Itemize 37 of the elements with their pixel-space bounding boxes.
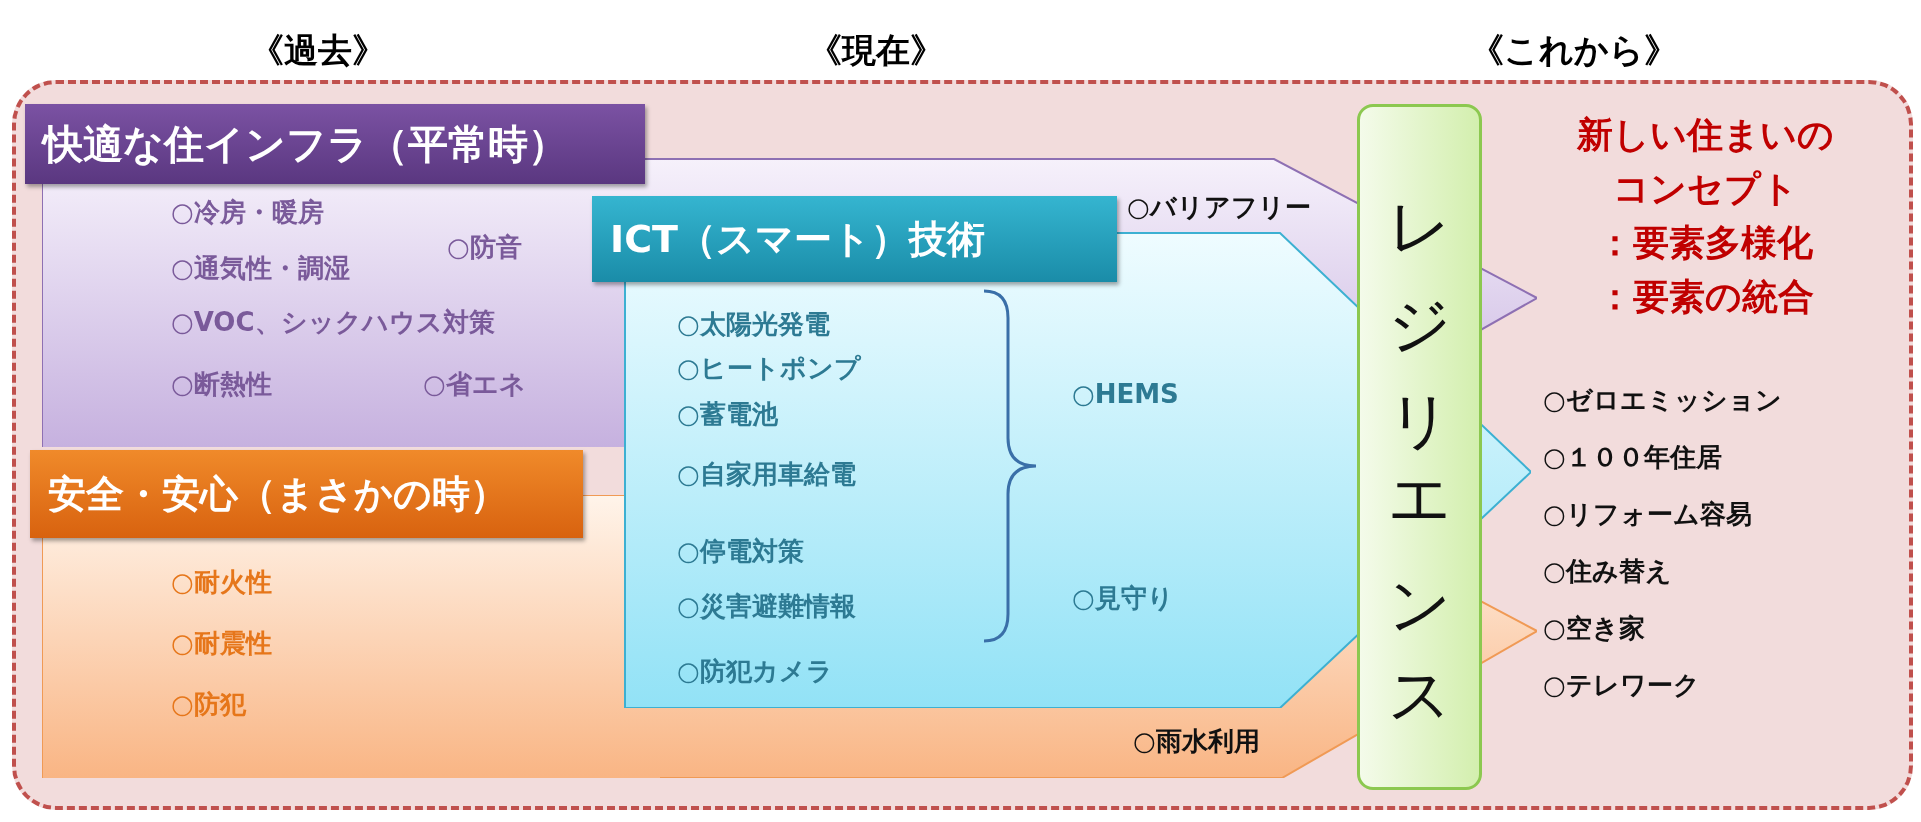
concept-text: 新しい住まいのコンセプト xyxy=(1575,113,1835,211)
item-text: ○雨水利用 xyxy=(1133,725,1260,758)
list-item: ○HEMS xyxy=(1072,378,1179,411)
list-item: ○防犯 xyxy=(171,688,246,721)
list-item: ○自家用車給電 xyxy=(677,458,856,491)
list-item: ○通気性・調湿 xyxy=(171,252,350,285)
list-item: ○見守り xyxy=(1072,582,1174,615)
concept-text: ：要素多様化 xyxy=(1596,221,1814,265)
list-item: ○防音 xyxy=(447,231,522,264)
list-item: ○空き家 xyxy=(1543,612,1646,645)
list-item: ○太陽光発電 xyxy=(677,308,830,341)
rounded-bar xyxy=(1357,104,1482,790)
list-item: ○冷房・暖房 xyxy=(171,196,324,229)
list-item: ○１００年住居 xyxy=(1543,441,1723,474)
list-item: ○災害避難情報 xyxy=(677,590,856,623)
concept-text: ：要素の統合 xyxy=(1595,275,1815,319)
band-heading: 快適な住インフラ（平常時） xyxy=(25,104,645,184)
column-heading: 《これから》 xyxy=(1470,29,1678,72)
band-heading: ICT（スマート）技術 xyxy=(592,196,1117,282)
list-item: ○防犯カメラ xyxy=(677,655,833,688)
list-item: ○断熱性 xyxy=(171,368,272,401)
list-item: ○住み替え xyxy=(1543,555,1673,588)
list-item: ○リフォーム容易 xyxy=(1543,498,1753,531)
list-item: ○耐火性 xyxy=(171,566,272,599)
column-heading: 《過去》 xyxy=(250,29,386,72)
vertical-title: レジリエンス xyxy=(1382,162,1458,732)
list-item: ○テレワーク xyxy=(1543,669,1701,702)
list-item: ○耐震性 xyxy=(171,627,272,660)
band-heading: 安全・安心（まさかの時） xyxy=(30,450,583,538)
list-item: ○VOC、シックハウス対策 xyxy=(171,306,495,339)
list-item: ○省エネ xyxy=(423,368,526,401)
list-item: ○蓄電池 xyxy=(677,398,778,431)
list-item: ○ヒートポンプ xyxy=(677,352,861,385)
list-item: ○停電対策 xyxy=(677,535,804,568)
item-text: ○バリアフリー xyxy=(1127,191,1311,224)
column-heading: 《現在》 xyxy=(808,29,944,72)
list-item: ○ゼロエミッション xyxy=(1543,384,1783,417)
